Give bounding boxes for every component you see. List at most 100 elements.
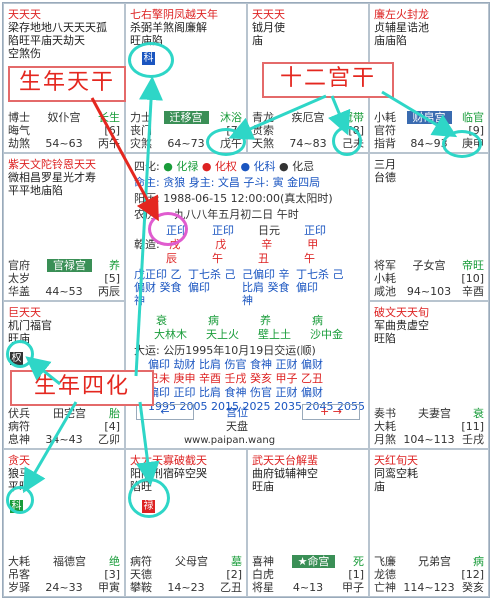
dayun-god: 比肩 <box>199 386 221 399</box>
age-range: 114~123 <box>403 581 455 594</box>
prev-button[interactable]: ← <box>136 404 194 420</box>
pillars-branch-row: 辰午丑午 <box>166 252 315 265</box>
god-b: 吊客 <box>8 568 30 581</box>
age-range: 4~13 <box>292 581 324 594</box>
next-button[interactable]: + → <box>302 404 360 420</box>
god-a: 病符 <box>130 555 152 568</box>
dayun-year: 2045 <box>305 400 334 413</box>
god-a: 博士 <box>8 111 30 124</box>
star-line: 旺庙 <box>252 480 274 493</box>
god-c: 岁驿 <box>8 581 30 594</box>
pillar-stem: 戊 <box>215 238 227 251</box>
pillar-heading: 正印 <box>304 224 326 237</box>
god-b: 太岁 <box>8 272 30 285</box>
dayun-year: 2055 <box>337 400 365 413</box>
god-c: 息神 <box>8 433 30 446</box>
palace-ganzhi: 甲寅 <box>98 581 120 594</box>
dayun-year: 2025 <box>242 400 271 413</box>
legend-ji: ● 化忌 <box>279 160 315 173</box>
nayin: 沙中金 <box>310 328 343 341</box>
god-c: 亡神 <box>374 581 396 594</box>
star-line: 陷旺平庙天劫天 <box>8 34 85 47</box>
star-line: 天红旬天 <box>374 454 418 467</box>
age-range: 84~93 <box>410 137 448 150</box>
star-line: 廉左火封龙 <box>374 8 429 21</box>
star-line: 庙庙陷 <box>374 34 407 47</box>
cell-stars: 天天天 梁存地地八天天天孤 陷旺平庙天劫天 空煞伤 <box>8 8 107 60</box>
highlight-ring <box>442 130 482 158</box>
god-c: 华盖 <box>8 285 30 298</box>
god-c: 咸池 <box>374 285 396 298</box>
ming-shen-info: 命主: 贪狼 身主: 文昌 子斗: 寅 金四局 <box>134 176 321 189</box>
shensha: 病 <box>208 314 219 327</box>
hidden-stem: 丁七杀 己偏印 <box>296 268 344 294</box>
callout-birth-stem: 生年天干 <box>8 66 126 102</box>
arrow <box>328 95 351 136</box>
dayun-year: 2015 <box>211 400 239 413</box>
palace-name: 奴仆宫 <box>47 111 81 124</box>
hidden-stems: 戊正印 乙偏财 癸食神丁七杀 己偏印己偏印 辛比肩 癸食神丁七杀 己偏印 <box>134 268 358 307</box>
star-line: 钺月使 <box>252 21 285 34</box>
dayun-ganzhi: 辛酉 <box>199 372 221 385</box>
age-range: 104~113 <box>403 433 455 446</box>
shensha: 养 <box>260 314 271 327</box>
palace-number: [3] <box>104 568 120 581</box>
nayin-row: 大林木天上火壁上土沙中金 <box>154 328 343 341</box>
palace-ganzhi: 癸亥 <box>462 581 484 594</box>
palace-name[interactable]: 官禄宫 <box>47 259 92 272</box>
pillar-branch: 午 <box>304 252 315 265</box>
dayun-god: 偏财 <box>301 358 323 371</box>
cell-stars: 武天天台解蜚 曲府钺辅神空 旺庙 <box>252 454 318 493</box>
palace-ganzhi: 乙卯 <box>98 433 120 446</box>
palace-label: 命宫 <box>307 555 330 568</box>
pillar-branch: 辰 <box>166 252 177 265</box>
god-a: 大耗 <box>8 555 30 568</box>
god-b: 龙德 <box>374 568 396 581</box>
star-line: 三月 <box>374 158 396 171</box>
palace-cell-si[interactable]: 天天天 梁存地地八天天天孤 陷旺平庙天劫天 空煞伤 博士奴仆宫长生 晦气[6] … <box>3 3 125 153</box>
highlight-ring <box>148 212 188 246</box>
arrow <box>22 401 78 494</box>
palace-name[interactable]: 迁移宫 <box>163 111 209 124</box>
star-line: 七右擎阴凤越天年 <box>130 8 218 21</box>
dayun-label: 大运: 公历1995年10月19日交运(顺) <box>134 344 316 357</box>
palace-number: [5] <box>104 272 120 285</box>
age-range: 94~103 <box>406 285 452 298</box>
god-b: 晦气 <box>8 124 30 137</box>
cell-stars: 七右擎阴凤越天年 杀弼羊煞阁廉解 旺庙陷 <box>130 8 218 47</box>
dayun-god: 食神 <box>250 358 272 371</box>
star-line: 机门福官 <box>8 319 52 332</box>
palace-name: 夫妻宫 <box>418 407 451 420</box>
god-c: 月煞 <box>374 433 396 446</box>
callout-twelve-stem: 十二宫干 <box>262 62 394 98</box>
god-c: 劫煞 <box>8 137 30 150</box>
star-line: 平平地庙陷 <box>8 184 63 197</box>
dayun-god: 劫财 <box>173 358 196 371</box>
highlight-ring <box>206 128 246 156</box>
palace-number: [10] <box>461 272 484 285</box>
changsheng: 养 <box>109 259 120 272</box>
dayun-god: 比肩 <box>199 358 221 371</box>
cell-stars: 天天天 钺月使 庙 <box>252 8 285 47</box>
palace-name: 子女宫 <box>412 259 446 272</box>
palace-name: 父母宫 <box>175 555 208 568</box>
tianpan-label: 天盘 <box>226 420 248 433</box>
cell-stars: 廉左火封龙 贞辅星诰池 庙庙陷 <box>374 8 429 47</box>
changsheng: 临官 <box>462 111 484 124</box>
highlight-ring <box>6 340 34 368</box>
palace-name[interactable]: ★命宫 <box>291 555 336 568</box>
solar-date: 阳历: 1988-06-15 12:00:00(真太阳时) <box>134 192 333 205</box>
dayun-god: 伤官 <box>250 386 272 399</box>
star-line: 贞辅星诰池 <box>374 21 429 34</box>
palace-number: [12] <box>461 568 484 581</box>
dayun-ganzhi: 乙丑 <box>301 372 323 385</box>
